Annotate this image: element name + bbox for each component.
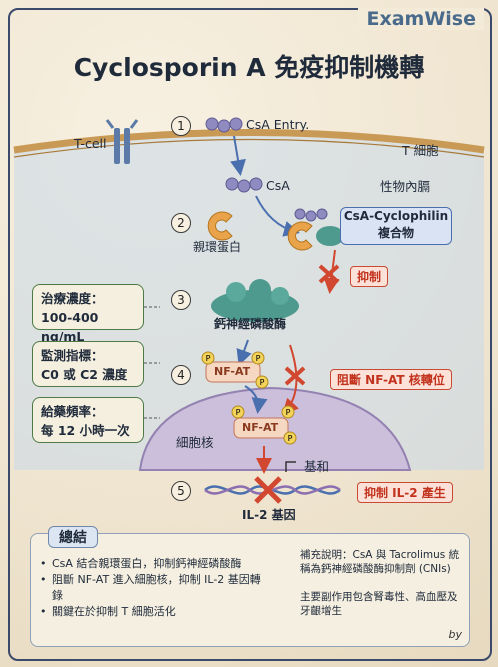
- csa-label: CsA: [266, 178, 290, 193]
- step-1: 1: [171, 116, 191, 136]
- nucleus-label: 細胞核: [176, 435, 214, 450]
- phosphate-label: P: [236, 408, 241, 417]
- tcell-label: T-cell: [74, 136, 107, 151]
- info-box-monitoring-value: C0 或 C2 濃度: [41, 367, 128, 382]
- phosphate-icons: [201, 351, 297, 445]
- summary-list: CsA 結合親環蛋白，抑制鈣神經磷酸酶 阻斷 NF-AT 進入細胞核，抑制 IL…: [40, 556, 270, 620]
- complex-label-line1: CsA-Cyclophilin: [343, 209, 449, 223]
- block-nfat-label: 阻斷 NF-AT 核轉位: [330, 369, 452, 390]
- il2-gene-label: IL-2 基因: [242, 508, 296, 522]
- step-5: 5: [171, 481, 191, 501]
- byline: by: [448, 628, 463, 641]
- csa-molecule-icon: [205, 117, 328, 222]
- cyclophilin-icon: [207, 211, 233, 241]
- info-box-frequency-label: 給藥頻率：: [41, 404, 104, 419]
- summary-note-side-effects: 主要副作用包含腎毒性、高血壓及牙齦增生: [300, 591, 458, 617]
- t-cell-cn-label: T 細胞: [402, 143, 439, 158]
- summary-point: 阻斷 NF-AT 進入細胞核，抑制 IL-2 基因轉錄: [40, 572, 270, 604]
- cytoplasm-label: 性物內膈: [380, 179, 431, 194]
- complex-label: CsA-Cyclophilin 複合物: [340, 207, 452, 245]
- info-box-concentration-label: 治療濃度：: [41, 291, 104, 306]
- inhibit-label: 抑制: [350, 266, 389, 287]
- summary-title: 總結: [48, 526, 98, 548]
- info-box-monitoring: 監測指標： C0 或 C2 濃度: [32, 341, 144, 387]
- brand-logo: ExamWise: [358, 8, 484, 30]
- phosphate-label: P: [288, 434, 293, 443]
- base-label: 基和: [304, 459, 330, 474]
- info-box-concentration: 治療濃度： 100-400 ng/mL: [32, 284, 144, 344]
- info-box-frequency: 給藥頻率： 每 12 小時一次: [32, 397, 144, 443]
- nfat-label-1: NF-AT: [214, 365, 251, 378]
- calcineurin-icon: [211, 279, 299, 322]
- block-il2-label: 抑制 IL-2 產生: [357, 482, 453, 503]
- step-3: 3: [171, 290, 191, 310]
- nfat-cytoplasm-box: [205, 361, 261, 383]
- summary-point: 關鍵在於抑制 T 細胞活化: [40, 604, 270, 620]
- phosphate-label: P: [256, 354, 261, 363]
- nfat-label-2: NF-AT: [242, 421, 279, 434]
- step-4: 4: [171, 365, 191, 385]
- complex-icon: [287, 221, 344, 251]
- nfat-nucleus-box: [233, 417, 289, 439]
- csa-entry-label: CsA Entry.: [246, 117, 310, 132]
- receptor-icon: [105, 119, 139, 164]
- phosphate-label: P: [260, 378, 265, 387]
- info-box-frequency-value: 每 12 小時一次: [41, 423, 130, 438]
- info-box-monitoring-label: 監測指標：: [41, 348, 104, 363]
- info-box-concentration-value: 100-400 ng/mL: [41, 310, 99, 344]
- page-title: Cyclosporin A 免疫抑制機轉: [73, 53, 425, 82]
- phosphate-label: P: [286, 408, 291, 417]
- page-frame: [8, 8, 492, 661]
- step-2: 2: [171, 213, 191, 233]
- summary-point: CsA 結合親環蛋白，抑制鈣神經磷酸酶: [40, 556, 270, 572]
- summary-note-cnis: 補充說明：CsA 與 Tacrolimus 統稱為鈣神經磷酸酶抑制劑 (CNIs…: [300, 549, 460, 575]
- cyclophilin-label: 親環蛋白: [193, 240, 242, 254]
- cell-membrane: [13, 129, 485, 154]
- complex-label-line2: 複合物: [377, 226, 414, 240]
- dna-icon: [204, 485, 341, 495]
- phosphate-label: P: [206, 354, 211, 363]
- calcineurin-label: 鈣神經磷酸酶: [214, 317, 287, 331]
